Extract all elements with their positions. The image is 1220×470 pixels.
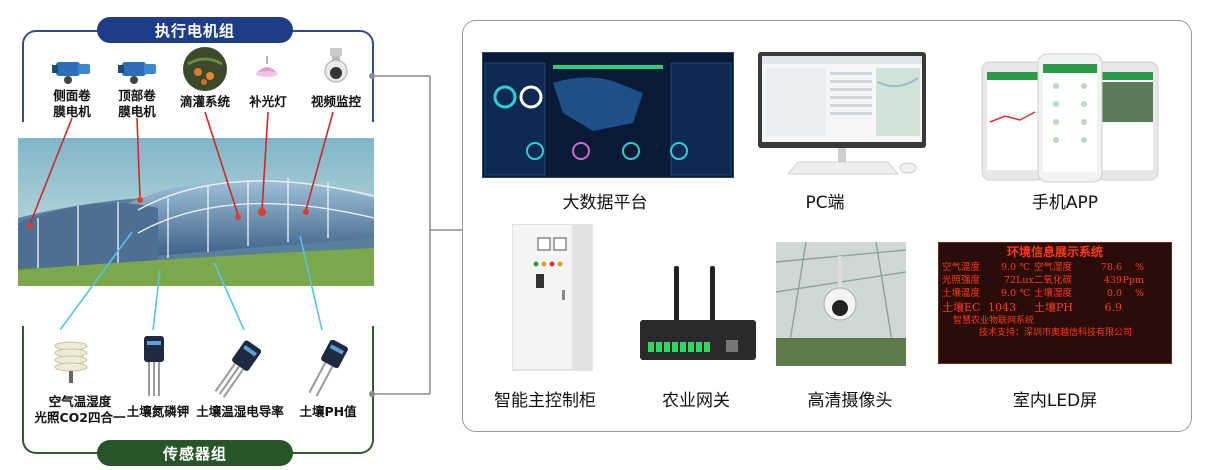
grow-light-icon [256,56,278,77]
led-row: 土壤EC 1043 土壤PH 6.9 [942,300,1168,315]
platform-caption: 智能主控制柜 [494,391,596,411]
probe-sensor-icon [308,340,348,396]
led-rows: 空气温度 9.0 ℃ 空气湿度 78.6 % 光照强度 72 Lux 二氧化碳 … [939,261,1171,315]
group-connector [369,73,462,397]
platform-caption: 高清摄像头 [807,391,893,411]
led-title: 环境信息展示系统 [1006,245,1103,259]
probe-sensor-icon [214,340,262,398]
led-cell: 0.0 [1106,288,1122,299]
led-cell: Ppm [1122,275,1144,286]
led-cell: 439 [1103,275,1122,286]
actuator-label: 视频监控 [310,94,361,109]
motor-icon [118,62,156,84]
platform-caption: 室内LED屏 [1012,391,1098,411]
actuator-group-title: 执行电机组 [97,17,293,43]
sensor-label: 空气温湿度 光照CO2四合一 [30,394,130,426]
mobile-phone-icon [981,53,1159,183]
sensor-group-title: 传感器组 [97,440,293,466]
led-footer1: 智慧农业物联网系统 [953,316,1035,326]
desktop-pc-icon [758,52,926,175]
led-cell: 空气温度 [942,262,981,273]
weather-sensor-icon [54,341,88,383]
label-line1: 顶部卷 [118,88,156,103]
led-footer2: 技术支持：深圳市奥越信科技有限公司 [979,328,1133,338]
greenhouse-illustration [18,138,374,286]
led-row: 光照强度 72 Lux 二氧化碳 439 Ppm [942,274,1168,287]
label-line2: 膜电机 [118,104,156,119]
led-cell: 9.0 [1000,288,1016,299]
label-line2: 光照CO2四合一 [34,410,126,425]
camera-icon [324,48,348,83]
led-cell: 72 [1003,275,1016,286]
led-cell: ℃ [1019,288,1031,299]
led-cell: 二氧化碳 [1034,275,1073,286]
led-cell [1122,300,1144,315]
led-row: 空气温度 9.0 ℃ 空气湿度 78.6 % [942,261,1168,274]
probe-sensor-icon [144,336,164,396]
drip-irrigation-icon [183,47,227,91]
actuator-label: 侧面卷 膜电机 [44,88,100,120]
actuator-label: 顶部卷 膜电机 [109,88,165,120]
label-line1: 侧面卷 [53,88,91,103]
label-line1: 空气温湿度 [48,394,112,409]
motor-icon [52,62,90,84]
led-cell: 土壤EC [942,301,981,314]
led-cell: 78.6 [1100,262,1122,273]
led-cell: 光照强度 [942,275,981,286]
actuator-label: 滴灌系统 [179,94,230,109]
led-cell: % [1134,288,1144,299]
led-cell: ℃ [1019,262,1031,273]
gateway-router-icon [640,266,756,360]
label-line2: 膜电机 [53,104,91,119]
led-cell: Lux [1016,275,1034,286]
platform-caption: PC端 [805,193,845,213]
actuator-label: 补光灯 [249,94,287,109]
platform-caption: 大数据平台 [562,193,648,213]
led-cell: % [1134,262,1144,273]
sensor-label: 土壤PH值 [299,404,357,419]
led-cell: 土壤温度 [942,288,981,299]
sensor-label: 土壤温湿电导率 [196,404,284,419]
led-row: 土壤温度 9.0 ℃ 土壤湿度 0.0 % [942,287,1168,300]
dashboard-screen-icon [482,52,734,178]
sensor-label: 土壤氮磷钾 [126,404,190,419]
led-cell: 6.9 [1104,301,1123,314]
hd-camera-icon [776,242,906,366]
led-cell: 9.0 [1000,262,1016,273]
led-screen-icon: 环境信息展示系统 空气温度 9.0 ℃ 空气湿度 78.6 % 光照强度 72 … [938,242,1172,364]
platform-panel [462,20,1192,432]
led-cell: 空气湿度 [1034,262,1073,273]
led-cell: 土壤湿度 [1034,288,1073,299]
actuator-connectors [27,111,334,330]
led-cell: 土壤PH [1034,301,1073,314]
led-cell [1016,300,1034,315]
platform-caption: 手机APP [1031,193,1099,213]
led-cell: 1043 [988,301,1016,314]
control-cabinet-icon [512,224,593,371]
platform-caption: 农业网关 [662,391,730,411]
